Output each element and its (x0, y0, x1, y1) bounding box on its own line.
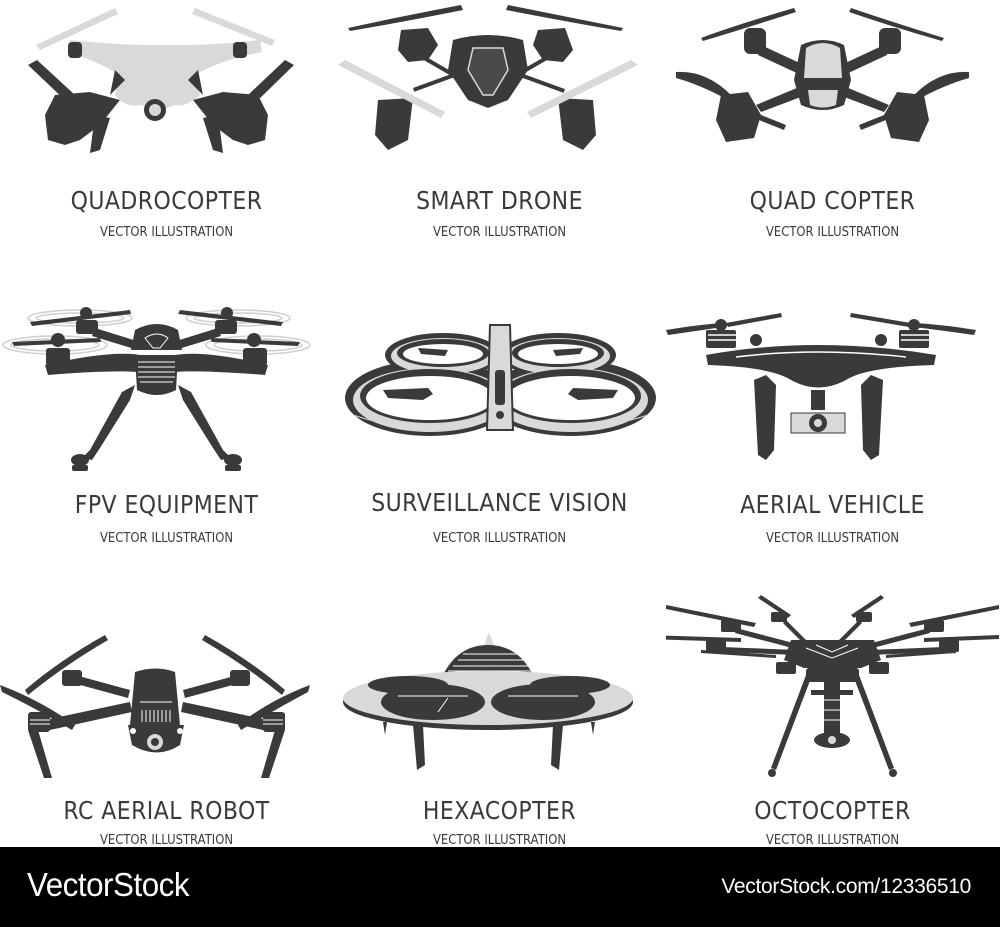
drone-subtitle: VECTOR ILLUSTRATION (765, 832, 900, 848)
drone-card-fpv-equipment: FPV EQUIPMENT VECTOR ILLUSTRATION (0, 290, 333, 550)
quadrocopter-icon (28, 8, 294, 153)
drone-card-quad-copter: QUAD COPTER VECTOR ILLUSTRATION (666, 0, 999, 250)
rc-aerial-robot-icon (0, 635, 310, 778)
drone-title: FPV EQUIPMENT (74, 490, 259, 519)
drone-subtitle: VECTOR ILLUSTRATION (99, 224, 234, 240)
drone-title: HEXACOPTER (422, 796, 577, 825)
drone-title: OCTOCOPTER (754, 796, 911, 825)
drone-title: AERIAL VEHICLE (740, 490, 925, 519)
drone-card-aerial-vehicle: AERIAL VEHICLE VECTOR ILLUSTRATION (666, 290, 999, 550)
octocopter-icon (666, 595, 999, 777)
brand-logo: VectorStock (27, 866, 190, 903)
drone-card-octocopter: OCTOCOPTER VECTOR ILLUSTRATION (666, 590, 999, 848)
drone-subtitle: VECTOR ILLUSTRATION (432, 224, 567, 240)
drone-card-hexacopter: HEXACOPTER VECTOR ILLUSTRATION (333, 620, 666, 848)
drone-title: QUADROCOPTER (70, 186, 263, 215)
drone-subtitle: VECTOR ILLUSTRATION (765, 530, 900, 546)
drone-subtitle: VECTOR ILLUSTRATION (432, 832, 567, 848)
drone-card-surveillance-vision: SURVEILLANCE VISION VECTOR ILLUSTRATION (333, 290, 666, 550)
hexacopter-icon (343, 632, 633, 770)
drone-card-smart-drone: SMART DRONE VECTOR ILLUSTRATION (333, 0, 666, 250)
drone-title: RC AERIAL ROBOT (63, 796, 270, 825)
drone-title: SMART DRONE (416, 186, 583, 215)
drone-title: QUAD COPTER (749, 186, 916, 215)
watermark-footer: VectorStock VectorStock.com/12336510 (0, 847, 1000, 927)
drone-subtitle: VECTOR ILLUSTRATION (432, 530, 567, 546)
drone-subtitle: VECTOR ILLUSTRATION (99, 832, 234, 848)
smart-drone-icon (338, 5, 638, 150)
quad-copter-icon (676, 8, 969, 142)
drone-card-quadrocopter: QUADROCOPTER VECTOR ILLUSTRATION (0, 0, 333, 250)
aerial-vehicle-icon (666, 313, 976, 460)
drone-subtitle: VECTOR ILLUSTRATION (99, 530, 234, 546)
fpv-drone-icon (2, 307, 311, 471)
drone-subtitle: VECTOR ILLUSTRATION (765, 224, 900, 240)
drone-title: SURVEILLANCE VISION (371, 488, 628, 517)
drone-card-rc-aerial-robot: RC AERIAL ROBOT VECTOR ILLUSTRATION (0, 620, 333, 848)
surveillance-drone-icon (345, 324, 656, 436)
image-reference: VectorStock.com/12336510 (721, 875, 971, 898)
